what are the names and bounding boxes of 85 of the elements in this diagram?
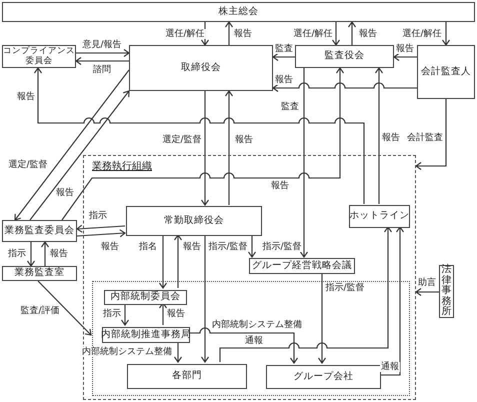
entity-box: 業務監査委員会 (2, 220, 77, 242)
edge-label: 報告 (233, 29, 253, 39)
edge-label: 監査/評価 (19, 306, 61, 316)
arrow (62, 67, 344, 220)
arrow (393, 52, 417, 62)
edge-label: 内部統制システム整備 (81, 347, 173, 357)
arrow (318, 273, 326, 364)
entity-box: 株主総会 (2, 2, 475, 22)
edge-label: 選任/解任 (292, 29, 334, 39)
edge-label: 会計監査 (406, 133, 444, 143)
entity-box: 会計監査人 (417, 45, 475, 99)
arrow (332, 22, 340, 46)
entity-box: 法律事務所 (439, 265, 454, 318)
edge-label: 監査 (280, 102, 300, 112)
arrow (188, 327, 298, 364)
entity-box: グループ会社 (266, 365, 381, 389)
edge-label: 通報 (380, 362, 400, 372)
arrow (40, 241, 50, 266)
arrow (415, 99, 447, 170)
arrow (76, 48, 130, 58)
arrow (224, 90, 234, 205)
arrow (272, 52, 295, 62)
edge-label: 指示/監督 (324, 283, 366, 293)
arrow (14, 70, 130, 221)
edge-label: 選定/監督 (7, 160, 49, 170)
edge-label: 通報 (244, 336, 264, 346)
entity-box: 業務監査室 (2, 266, 77, 281)
arrow (379, 226, 404, 376)
edge-label: 内部統制システム整備 (211, 320, 303, 330)
entity-box: コンプライアンス委員会 (2, 45, 76, 68)
entity-box: 監査役会 (295, 45, 394, 68)
edge-label: 報告 (395, 44, 415, 54)
edge-label: 報告 (274, 75, 294, 85)
edge-label: 報告 (358, 29, 378, 39)
edge-label: 報告 (381, 133, 401, 143)
edge-label: 報告 (55, 188, 75, 198)
entity-box: 常勤取締役会 (126, 206, 262, 236)
arrow (174, 234, 182, 288)
arrow (26, 242, 36, 267)
edge-label: 指示 (102, 309, 122, 319)
entity-box: 取締役会 (129, 45, 273, 91)
entity-box: 各部門 (127, 364, 247, 389)
edge-label: 報告 (100, 242, 120, 252)
edge-label: 監査 (274, 44, 294, 54)
edge-label: 報告 (270, 181, 290, 191)
arrow (38, 280, 92, 336)
arrow (442, 22, 450, 46)
edge-label: 報告 (166, 309, 186, 319)
edge-label: 意見/報告 (81, 40, 123, 50)
arrow (34, 67, 365, 204)
arrow (415, 288, 439, 296)
entity-box: 内部統制委員会 (104, 290, 187, 305)
arrow (30, 90, 130, 220)
arrow (76, 224, 126, 233)
edge-label: 選定/監督 (161, 135, 203, 145)
edge-label: 指示/監督 (261, 242, 303, 252)
edge-label: 報告 (182, 242, 202, 252)
arrow (348, 21, 356, 45)
edge-label: 選任/解任 (164, 29, 206, 39)
arrow (272, 82, 417, 92)
edge-label: 諮問 (92, 65, 112, 75)
entity-box: グループ経営戦略会議 (249, 258, 355, 274)
arrow (174, 341, 182, 363)
arrow (219, 226, 392, 362)
edge-label: 指示/監督 (207, 242, 249, 252)
edge-label: 指名 (138, 242, 158, 252)
arrow (75, 56, 129, 66)
edge-label: 選任/解任 (401, 29, 443, 39)
edge-label: 報告 (49, 249, 69, 259)
entity-box: ホットライン (349, 205, 410, 228)
arrow (300, 68, 308, 258)
edge-label: 指示 (7, 249, 27, 259)
arrow (200, 235, 210, 363)
arrow (224, 21, 234, 45)
arrow (120, 303, 130, 326)
edge-label: 報告 (234, 135, 254, 145)
edge-label: 助言 (417, 278, 437, 288)
arrow (158, 235, 168, 289)
arrow (76, 229, 126, 238)
region-heading: 業務執行組織 (92, 160, 152, 173)
edge-label: 指示 (88, 211, 108, 221)
arrow (248, 235, 256, 258)
arrow (374, 67, 384, 204)
edge-label: 報告 (16, 92, 36, 102)
arrow (200, 91, 210, 206)
